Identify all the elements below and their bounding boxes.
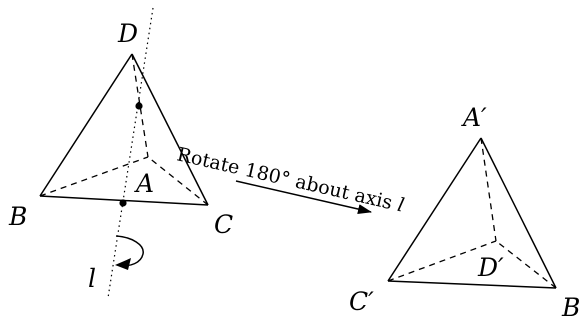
edge-b-a-hidden	[39, 156, 149, 197]
label-b-right: B	[561, 293, 580, 320]
edge-c-d-prime-hidden	[387, 240, 497, 282]
axis-label-l: l	[88, 264, 96, 293]
edge-a-b-prime	[480, 137, 557, 289]
left-tetrahedron	[39, 53, 209, 206]
axis-point-lower	[119, 199, 127, 207]
edge-d-c	[131, 53, 209, 206]
edge-b-d-prime-hidden	[495, 240, 557, 289]
label-b-left: B	[8, 202, 27, 231]
axis-line	[107, 7, 154, 299]
caption-text: Rotate 180° about axis	[175, 143, 400, 215]
label-c-left: C	[214, 210, 233, 239]
rotation-arrow: Rotate 180° about axis l	[175, 143, 406, 216]
label-d: D	[117, 19, 138, 48]
label-c-prime: C′	[349, 287, 374, 316]
arrow-shaft	[235, 180, 372, 214]
edge-a-c-prime	[387, 137, 482, 282]
label-a-left: A	[134, 169, 154, 198]
right-tetrahedron	[387, 137, 557, 289]
axis-point-upper	[135, 102, 143, 110]
edge-d-b	[39, 53, 133, 197]
arrow-caption: Rotate 180° about axis l	[175, 143, 406, 216]
edge-c-a-hidden	[147, 156, 209, 206]
label-d-prime: D′	[477, 253, 504, 282]
edge-c-b-prime	[387, 280, 557, 289]
rotation-axis	[107, 7, 154, 299]
rotation-arrowhead	[115, 258, 131, 270]
label-a-prime: A′	[461, 103, 487, 132]
caption-axis: l	[395, 194, 406, 217]
